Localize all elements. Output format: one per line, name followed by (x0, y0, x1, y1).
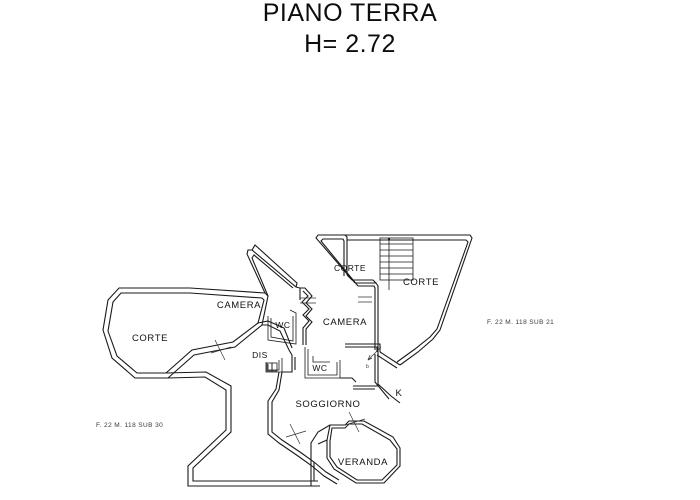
room-label-corte-right: CORTE (403, 277, 439, 288)
camera-right-walls (300, 282, 381, 352)
wc-lower-walls (304, 347, 341, 379)
corte-left-walls (102, 287, 269, 379)
door-swing-markers (210, 296, 372, 445)
room-label-soggiorno: SOGGIORNO (295, 399, 360, 410)
soggiorno-walls (267, 355, 357, 485)
svg-text:b: b (366, 364, 369, 370)
bottom-envelope-walls (247, 462, 320, 487)
room-label-corte-left: CORTE (132, 333, 168, 344)
room-label-corte-mid: CORTE (334, 263, 366, 273)
wc-upper-walls (267, 309, 297, 345)
room-label-wc-upper: WC (275, 320, 290, 330)
room-label-camera-right: CAMERA (323, 317, 367, 328)
veranda-walls (310, 420, 401, 484)
cadastral-annotation-group: F. 22 M. 118 SUB 21 F. 22 M. 118 SUB 30 (96, 319, 554, 429)
cadastral-reference-sub-21: F. 22 M. 118 SUB 21 (487, 319, 554, 326)
corte-right-walls (345, 234, 473, 369)
room-label-veranda: VERANDA (338, 457, 388, 468)
outer-envelope-walls (165, 371, 247, 487)
entrance-direction-arrow: b (366, 346, 382, 370)
corte-mid-walls (315, 234, 377, 287)
staircase (379, 237, 414, 290)
dis-walls (265, 358, 283, 373)
room-label-wc-lower: WC (312, 363, 327, 373)
room-label-kitchen: K (396, 388, 403, 399)
room-label-camera-left: CAMERA (217, 300, 261, 311)
room-label-dis: DIS (252, 350, 268, 360)
room-label-group: CORTE CAMERA WC DIS WC CAMERA CORTE CORT… (132, 263, 439, 468)
kitchen-walls (353, 352, 401, 404)
cadastral-reference-sub-30: F. 22 M. 118 SUB 30 (96, 422, 163, 429)
